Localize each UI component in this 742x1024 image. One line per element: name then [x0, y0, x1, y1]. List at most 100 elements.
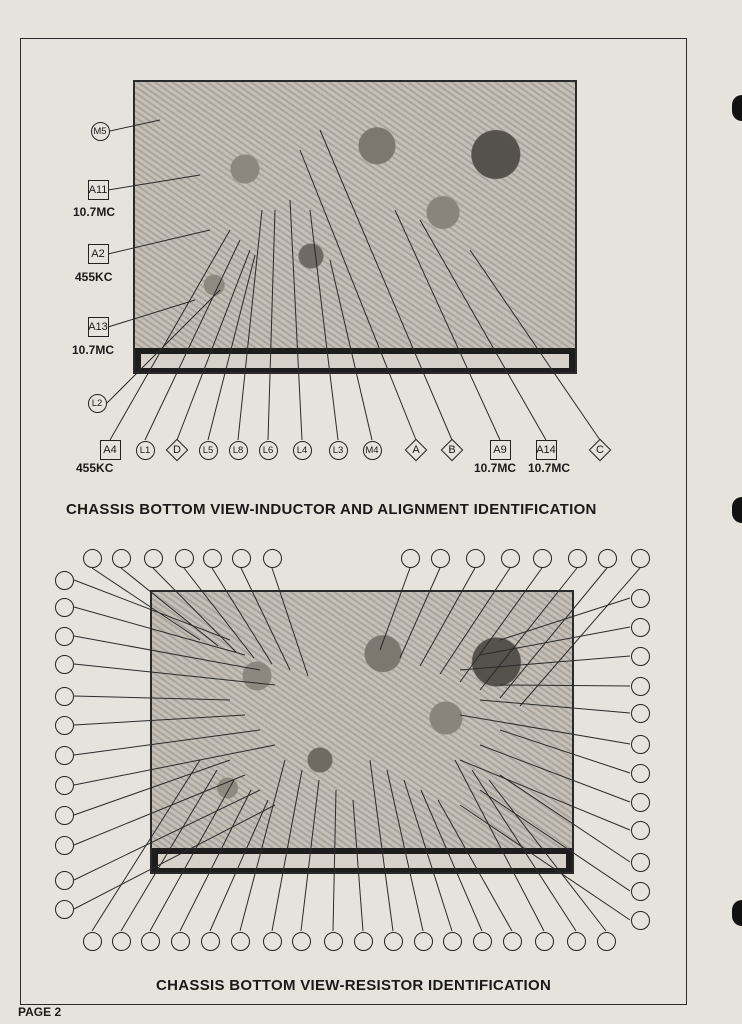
leader-line — [73, 695, 231, 701]
callout-circle-r33 — [630, 910, 650, 930]
callout-diamond-c: C — [588, 438, 612, 462]
leader-line — [107, 229, 211, 255]
callout-circle-r25 — [383, 931, 403, 951]
callout-circle-r35 — [630, 676, 650, 696]
leader-line — [499, 774, 631, 863]
callout-circle-r43 — [143, 548, 163, 568]
leader-line — [91, 567, 201, 641]
leader-line — [499, 567, 608, 699]
callout-circle-r3 — [534, 931, 554, 951]
callout-circle-r2 — [413, 931, 433, 951]
callout-circle-r31 — [630, 703, 650, 723]
leader-line — [379, 567, 411, 651]
leader-line — [73, 729, 261, 756]
callout-circle-r13 — [54, 870, 74, 890]
leader-line — [394, 209, 501, 441]
callout-circle-r54 — [291, 931, 311, 951]
callout-circle-m4: M4 — [362, 440, 382, 460]
leader-line — [144, 239, 241, 441]
callout-circle-r29 — [442, 931, 462, 951]
leader-line — [309, 209, 339, 441]
frequency-label: 455KC — [75, 270, 113, 284]
callout-circle-r21 — [465, 548, 485, 568]
leader-line — [479, 626, 631, 656]
callout-circle-r49 — [230, 931, 250, 951]
callout-circle-r19 — [400, 548, 420, 568]
callout-circle-r51 — [262, 931, 282, 951]
leader-line — [73, 804, 276, 910]
page-frame — [20, 38, 687, 1005]
leader-line — [240, 567, 291, 671]
callout-circle-r52 — [54, 805, 74, 825]
leader-line — [73, 774, 246, 846]
leader-line — [300, 779, 320, 932]
callout-circle-r32 — [630, 763, 650, 783]
callout-circle-r4 — [630, 548, 650, 568]
callout-circle-r47 — [231, 548, 251, 568]
callout-circle-r16 — [54, 654, 74, 674]
leader-line — [469, 249, 601, 441]
callout-box-a14: A14 — [535, 440, 557, 460]
leader-line — [289, 199, 303, 441]
leader-line — [109, 119, 161, 132]
leader-line — [403, 779, 453, 932]
callout-circle-r22 — [500, 548, 520, 568]
leader-line — [479, 567, 578, 691]
leader-line — [271, 769, 303, 932]
callout-circle-r56 — [630, 820, 650, 840]
callout-circle-r24 — [597, 548, 617, 568]
callout-circle-l6: L6 — [258, 440, 278, 460]
callout-diamond-d: D — [165, 438, 189, 462]
callout-circle-m5: M5 — [90, 121, 110, 141]
leader-line — [332, 789, 337, 932]
callout-box-a13: A13 — [87, 317, 109, 337]
leader-line — [211, 567, 273, 665]
leader-line — [91, 759, 201, 932]
leader-line — [459, 759, 631, 831]
leader-line — [73, 714, 246, 726]
callout-circle-r53 — [532, 548, 552, 568]
leader-line — [329, 259, 373, 441]
leader-line — [479, 699, 631, 714]
leader-line — [176, 249, 251, 441]
leader-line — [271, 567, 309, 677]
callout-circle-r6 — [54, 715, 74, 735]
callout-circle-r28 — [353, 931, 373, 951]
callout-circle-r57 — [630, 588, 650, 608]
leader-line — [107, 174, 201, 191]
leader-line — [459, 567, 543, 683]
callout-circle-l2: L2 — [87, 393, 107, 413]
callout-circle-r20 — [430, 548, 450, 568]
callout-circle-r17 — [54, 626, 74, 646]
leader-line — [152, 567, 237, 653]
leader-line — [499, 729, 631, 774]
callout-circle-r39 — [630, 617, 650, 637]
binder-hole — [732, 95, 742, 121]
frequency-label: 10.7MC — [73, 205, 116, 219]
leader-line — [73, 635, 261, 671]
callout-circle-r14 — [54, 775, 74, 795]
leader-line — [207, 254, 256, 441]
top-caption: CHASSIS BOTTOM VIEW-INDUCTOR AND ALIGNME… — [66, 501, 597, 518]
frequency-label: 10.7MC — [528, 461, 571, 475]
chassis-photo-bottom — [150, 590, 574, 874]
leader-line — [73, 579, 231, 641]
leader-line — [120, 567, 219, 647]
callout-circle-l1: L1 — [135, 440, 155, 460]
callout-circle-r9 — [54, 686, 74, 706]
callout-circle-r5 — [54, 745, 74, 765]
frequency-label: 10.7MC — [474, 461, 517, 475]
bottom-caption: CHASSIS BOTTOM VIEW-RESISTOR IDENTIFICAT… — [156, 977, 552, 994]
leader-line — [519, 567, 641, 707]
callout-circle-r40 — [630, 881, 650, 901]
leader-line — [471, 769, 577, 932]
callout-circle-r12 — [54, 899, 74, 919]
callout-circle-r7 — [111, 931, 131, 951]
leader-line — [239, 759, 286, 932]
leader-line — [73, 789, 261, 881]
callout-circle-r18 — [54, 597, 74, 617]
leader-line — [299, 149, 417, 441]
callout-circle-r23 — [567, 548, 587, 568]
leader-line — [437, 799, 513, 932]
callout-circle-r1 — [170, 931, 190, 951]
